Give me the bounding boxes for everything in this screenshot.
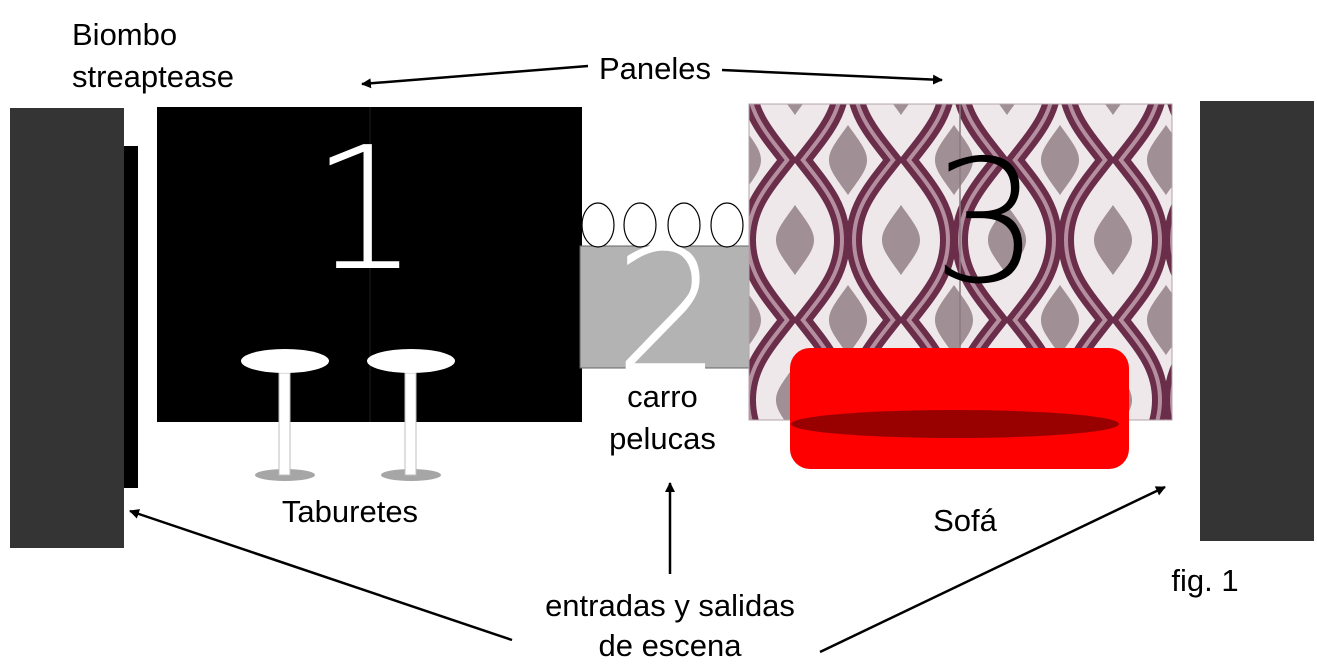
panel-2 bbox=[579, 245, 751, 369]
figure-label: fig. 1 bbox=[1171, 563, 1239, 598]
carro-label-line1: carro bbox=[627, 379, 698, 414]
entrance-arrow-right bbox=[819, 485, 1166, 654]
right-wall bbox=[1200, 101, 1314, 541]
sofa bbox=[790, 348, 1129, 469]
biombo-label-line1: Biombo bbox=[72, 17, 178, 52]
carro-pelucas-label: carro pelucas bbox=[590, 376, 735, 460]
biombo-screen bbox=[124, 146, 138, 488]
paneles-arrow-left bbox=[361, 64, 589, 89]
entradas-label-line1: entradas y salidas bbox=[545, 588, 795, 623]
biombo-label-line2: streaptease bbox=[72, 59, 234, 94]
wig-1 bbox=[581, 202, 615, 248]
panel-2-number: 2 bbox=[613, 213, 723, 411]
stool-right bbox=[367, 349, 455, 481]
paneles-arrow-right bbox=[721, 68, 943, 85]
panel-3-number: 3 bbox=[931, 124, 1041, 322]
entradas-label: entradas y salidas de escena bbox=[500, 586, 840, 666]
panel-1-number: 1 bbox=[310, 111, 420, 309]
taburetes-label: Taburetes bbox=[281, 494, 419, 529]
wig-2 bbox=[623, 202, 657, 248]
biombo-label: Biombo streaptease bbox=[72, 14, 234, 98]
entradas-label-line2: de escena bbox=[598, 628, 742, 663]
stool-left bbox=[241, 349, 329, 481]
entrance-arrow-left bbox=[129, 509, 513, 642]
left-wall bbox=[10, 108, 124, 548]
sofa-seat bbox=[791, 410, 1119, 438]
wig-4 bbox=[710, 202, 744, 248]
carro-label-line2: pelucas bbox=[609, 421, 716, 456]
wig-3 bbox=[667, 202, 701, 248]
paneles-label: Paneles bbox=[598, 51, 712, 86]
sofa-label: Sofá bbox=[933, 503, 997, 538]
